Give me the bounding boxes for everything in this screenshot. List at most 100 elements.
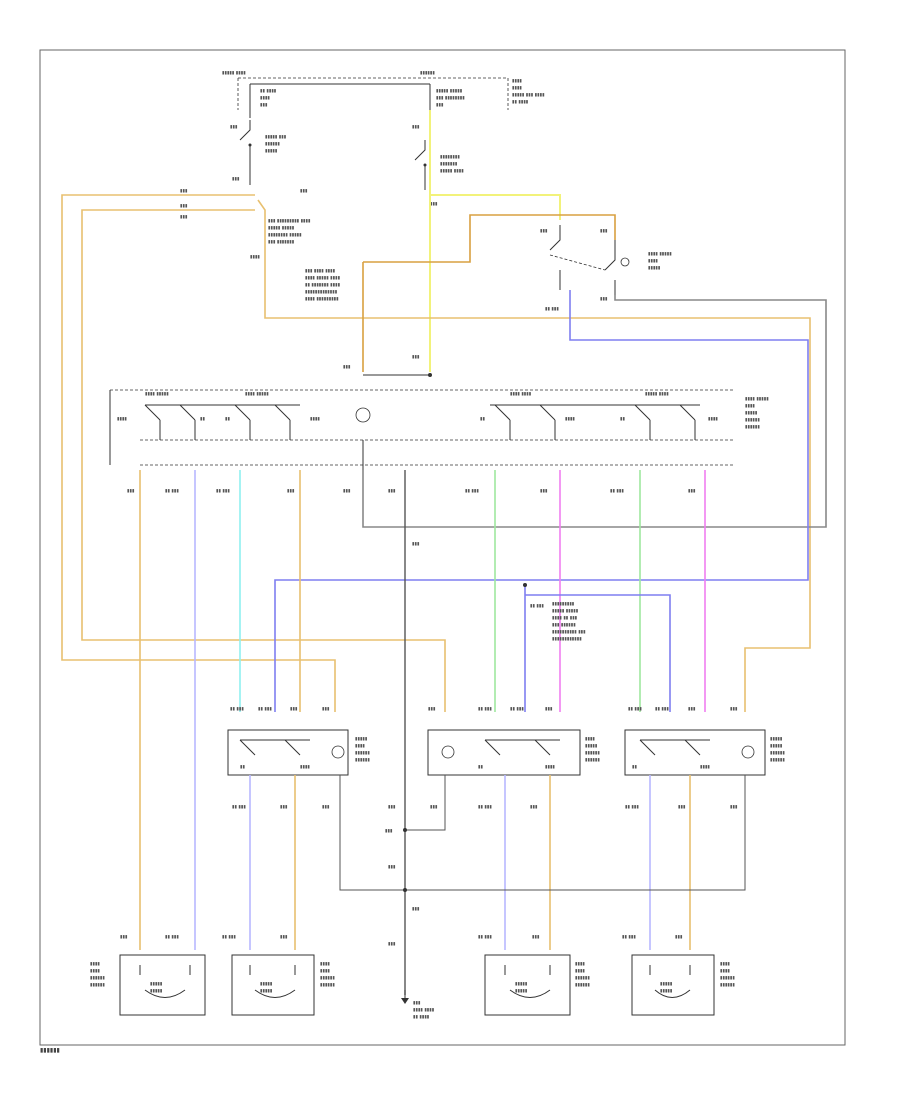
rr-down: ▮▮▮▮	[300, 765, 310, 770]
down-1: ▮▮▮▮	[117, 417, 127, 422]
right-rear-window-switch: ▮▮ ▮▮▮ ▮▮ ▮▮▮ ▮▮▮ ▮▮▮ ▮▮ ▮▮▮▮ ▮▮▮▮▮ ▮▮▮▮…	[227, 707, 370, 810]
lockout-label-b: ▮▮▮▮	[648, 259, 658, 264]
center-splice-3: ▮▮▮▮ ▮▮ ▮▮▮	[552, 616, 578, 621]
m3-label-a: ▮▮▮▮	[575, 962, 585, 967]
lamp-icon	[741, 745, 755, 759]
rr-in-ltblu: ▮▮ ▮▮▮	[230, 707, 244, 712]
out-ltblu: ▮▮ ▮▮▮	[216, 489, 230, 494]
fuse1b-label: ▮▮▮▮	[260, 96, 270, 101]
rf-out-dkblu: ▮▮ ▮▮▮	[625, 805, 639, 810]
group4-label: ▮▮▮▮▮ ▮▮▮▮	[645, 392, 669, 397]
m1-motor-b: ▮▮▮▮▮	[150, 989, 163, 994]
m3-motor: ▮▮▮▮▮	[515, 982, 528, 987]
splice3-label: ▮▮▮▮▮▮▮▮ ▮▮▮▮▮	[268, 233, 302, 238]
window-lockout-switch: ▮▮▮ ▮▮▮ ▮▮▮▮ ▮▮▮▮▮ ▮▮▮▮ ▮▮▮▮▮ ▮▮ ▮▮▮ ▮▮▮	[540, 225, 672, 312]
m1-label-a: ▮▮▮▮	[90, 962, 100, 967]
splice-info: ▮▮▮ ▮▮▮▮▮▮▮▮▮ ▮▮▮▮ ▮▮▮▮▮ ▮▮▮▮▮ ▮▮▮▮▮▮▮▮ …	[250, 219, 341, 302]
sw1-c-label: ▮▮▮▮▮	[265, 149, 278, 154]
switch-contact-icon	[549, 225, 561, 290]
m4-motor-b: ▮▮▮▮▮	[660, 989, 673, 994]
master-label-e: ▮▮▮▮▮▮	[745, 425, 760, 430]
rr-in-dkblu: ▮▮ ▮▮▮	[258, 707, 272, 712]
out-tan: ▮▮▮	[287, 489, 295, 494]
m4-in-brn: ▮▮▮	[675, 935, 683, 940]
splice10-label: ▮▮▮▮▮▮▮▮▮▮▮▮▮	[305, 290, 338, 295]
tan-wire-label-1: ▮▮▮	[180, 189, 188, 194]
diagram-frame	[39, 49, 846, 1046]
lamp-icon	[620, 257, 630, 267]
rr-in-tan: ▮▮▮	[290, 707, 298, 712]
lf-label-b: ▮▮▮▮▮	[585, 744, 598, 749]
m1-label-d: ▮▮▮▮▮▮	[90, 983, 105, 988]
sw2-b-label: ▮▮▮▮▮▮▮	[440, 162, 458, 167]
m1-label-b: ▮▮▮▮	[90, 969, 100, 974]
rr-up: ▮▮	[240, 765, 245, 770]
switch-contact-icon	[414, 140, 426, 190]
lamp-icon	[355, 407, 371, 423]
rf-in-dkblu: ▮▮ ▮▮▮	[655, 707, 669, 712]
master-label-c: ▮▮▮▮▮	[745, 411, 758, 416]
lf-label-c: ▮▮▮▮▮▮	[585, 751, 600, 756]
fuse1-label: ▮▮ ▮▮▮▮	[260, 89, 277, 94]
right-front-window-switch: ▮▮ ▮▮▮ ▮▮ ▮▮▮ ▮▮▮ ▮▮▮ ▮▮ ▮▮▮▮ ▮▮▮▮▮ ▮▮▮▮…	[624, 707, 785, 810]
rf-out-brn: ▮▮▮	[678, 805, 686, 810]
center-splice-1: ▮▮▮▮▮▮▮▮▮	[552, 602, 575, 607]
m4-motor: ▮▮▮▮▮	[660, 982, 673, 987]
m3-label-d: ▮▮▮▮▮▮	[575, 983, 590, 988]
group3-label: ▮▮▮▮ ▮▮▮▮	[510, 392, 532, 397]
motor-right-front: ▮▮ ▮▮▮ ▮▮▮ ▮▮▮▮▮ ▮▮▮▮▮ ▮▮▮▮ ▮▮▮▮ ▮▮▮▮▮▮ …	[622, 935, 735, 1016]
gnd-label-c: ▮▮▮	[388, 865, 396, 870]
down-2: ▮▮▮▮	[310, 417, 320, 422]
splice8-label: ▮▮▮▮ ▮▮▮▮▮ ▮▮▮▮	[305, 276, 341, 281]
master-terminal-drops	[159, 420, 696, 440]
gnd-label-a: ▮▮▮	[388, 805, 396, 810]
gnd-label-e: ▮▮▮	[388, 942, 396, 947]
motor-right-rear: ▮▮ ▮▮▮ ▮▮▮ ▮▮▮▮▮ ▮▮▮▮▮ ▮▮▮▮ ▮▮▮▮ ▮▮▮▮▮▮ …	[222, 935, 335, 1016]
fuse1c-label: ▮▮▮	[260, 103, 268, 108]
lf-out-dkblu: ▮▮ ▮▮▮	[478, 805, 492, 810]
center-splice-wire: ▮▮ ▮▮▮	[530, 604, 544, 609]
rr-label-a: ▮▮▮▮▮	[355, 737, 368, 742]
lf-in-dkblu: ▮▮ ▮▮▮	[510, 707, 524, 712]
m4-label-d: ▮▮▮▮▮▮	[720, 983, 735, 988]
m2-box	[231, 954, 315, 1016]
m1-in-dkblu: ▮▮ ▮▮▮	[165, 935, 179, 940]
rr-out-blk: ▮▮▮	[322, 805, 330, 810]
center-splice-5: ▮▮▮▮▮▮▮▮▮▮ ▮▮▮	[552, 630, 586, 635]
m3-label-c: ▮▮▮▮▮▮	[575, 976, 590, 981]
ground-label-c: ▮▮ ▮▮▮▮	[413, 1015, 430, 1020]
m3-in-brn: ▮▮▮	[532, 935, 540, 940]
switch-contact-icon	[484, 739, 551, 756]
center-splice-4: ▮▮▮ ▮▮▮▮▮▮	[552, 623, 576, 628]
wire-tan-inner	[81, 209, 446, 712]
motor-left-rear: ▮▮▮ ▮▮ ▮▮▮ ▮▮▮▮▮ ▮▮▮▮▮ ▮▮▮▮ ▮▮▮▮ ▮▮▮▮▮▮ …	[90, 935, 206, 1016]
motor-icon	[649, 965, 691, 998]
left-front-window-switch: ▮▮▮ ▮▮ ▮▮▮ ▮▮ ▮▮▮ ▮▮▮ ▮▮ ▮▮▮▮ ▮▮▮▮ ▮▮▮▮▮…	[427, 707, 600, 810]
out-ltgrn: ▮▮ ▮▮▮	[610, 489, 624, 494]
fuse3-label: ▮▮▮▮	[512, 79, 522, 84]
out-dkgrn: ▮▮ ▮▮▮	[465, 489, 479, 494]
rf-up: ▮▮	[632, 765, 637, 770]
sw1-b-label: ▮▮▮▮▮▮	[265, 142, 280, 147]
ground-label-a: ▮▮▮	[413, 1001, 421, 1006]
splice-label-red: ▮▮▮	[412, 355, 420, 360]
fuse2b-label: ▮▮▮ ▮▮▮▮▮▮▮▮	[436, 96, 465, 101]
center-splice-2: ▮▮▮▮▮ ▮▮▮▮▮	[552, 609, 579, 614]
out-dkblu: ▮▮ ▮▮▮	[165, 489, 179, 494]
rf-in-ltgrn: ▮▮ ▮▮▮	[628, 707, 642, 712]
m3-motor-b: ▮▮▮▮▮	[515, 989, 528, 994]
circuit-breaker-left: ▮▮▮ ▮▮▮▮▮ ▮▮▮ ▮▮▮▮▮▮ ▮▮▮▮▮ ▮▮▮	[230, 120, 287, 185]
ground-bus-lower	[339, 775, 746, 891]
up-3: ▮▮	[480, 417, 485, 422]
wire-tan-outer	[61, 194, 336, 712]
rf-label-d: ▮▮▮▮▮▮	[770, 758, 785, 763]
lockout-wire-d: ▮▮▮	[600, 297, 608, 302]
lf-label-a: ▮▮▮▮	[585, 737, 595, 742]
m2-label-d: ▮▮▮▮▮▮	[320, 983, 335, 988]
splice5-label: ▮▮▮▮ ▮▮▮▮▮▮▮▮▮	[305, 297, 339, 302]
master-label-b: ▮▮▮▮	[745, 404, 755, 409]
lf-switch-box	[427, 729, 581, 776]
top-left-label: ▮▮▮▮▮ ▮▮▮▮	[222, 71, 246, 76]
lf-label-d: ▮▮▮▮▮▮	[585, 758, 600, 763]
